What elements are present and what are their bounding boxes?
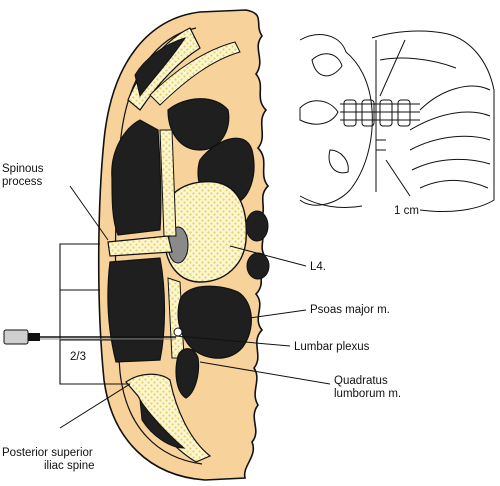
label-quadratus-line1: Quadratus	[334, 375, 388, 387]
lumbar-plexus-nerve	[173, 327, 183, 337]
right-small-muscle-2	[246, 252, 270, 280]
lower-muscle	[139, 399, 186, 449]
upper-muscle	[134, 37, 187, 98]
upper-band	[149, 41, 241, 106]
label-psoas-major: Psoas major m.	[310, 304, 390, 316]
measurement-brackets	[59, 243, 162, 385]
vertical-lamina	[159, 129, 177, 237]
inset-pelvis-view	[299, 30, 495, 213]
label-psis-line2: iliac spine	[44, 460, 95, 472]
label-quadratus-line2: lumborum m.	[334, 388, 401, 400]
needle	[3, 329, 176, 345]
erector-muscle-lower	[107, 257, 166, 363]
quadratus-muscle	[175, 348, 200, 399]
label-inset-distance: 1 cm	[394, 205, 419, 217]
upper-bone	[127, 27, 201, 111]
cross-section	[3, 9, 331, 481]
erector-muscle-upper	[111, 119, 162, 236]
label-spinous-process-line2: process	[2, 176, 43, 188]
labels: Spinous process L4. Psoas major m. Lumba…	[2, 163, 419, 472]
label-lumbar-plexus: Lumbar plexus	[294, 341, 370, 353]
upper-mid-muscle	[167, 98, 230, 151]
spinous-lamina	[107, 235, 173, 257]
psoas-muscle	[177, 285, 252, 359]
right-small-muscle-1	[245, 210, 269, 242]
label-fraction: 2/3	[70, 351, 86, 363]
label-l4: L4.	[310, 261, 326, 273]
label-spinous-process-line1: Spinous	[2, 163, 44, 175]
label-psis-line1: Posterior superior	[2, 447, 93, 459]
leader-lines	[59, 185, 331, 429]
inset-vertebrae	[343, 99, 411, 127]
